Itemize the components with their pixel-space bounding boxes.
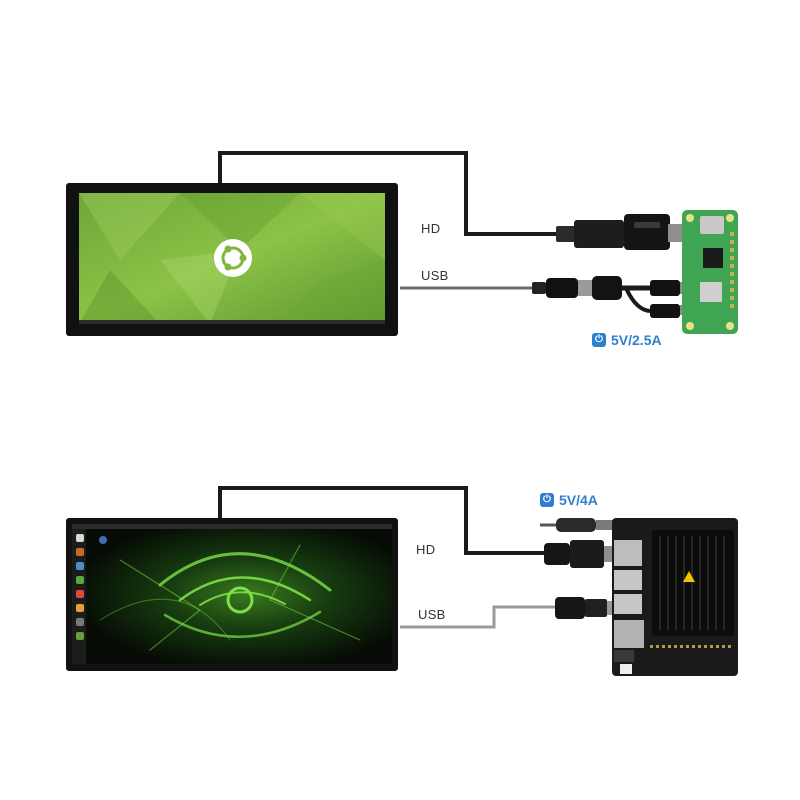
usb-cable-bottom xyxy=(400,605,555,629)
hdmi-cable-top xyxy=(218,151,560,236)
hdmi-cable-bottom xyxy=(218,486,544,555)
power-icon: ⏻ xyxy=(592,333,606,347)
hdmi-connector-top xyxy=(556,214,682,250)
power-spec-bottom-label: 5V/4A xyxy=(559,492,598,508)
ubuntu-logo-icon xyxy=(214,239,252,277)
hdmi-connector-bottom xyxy=(544,540,616,568)
power-spec-top: ⏻ 5V/2.5A xyxy=(592,332,662,348)
hd-label-top: HD xyxy=(421,221,441,236)
usb-connector-bottom xyxy=(555,597,617,619)
nvidia-eye-icon xyxy=(99,544,361,651)
usb-label-bottom: USB xyxy=(418,607,446,622)
dc-power-plug-bottom xyxy=(540,518,614,532)
jetson-nano-board xyxy=(612,518,738,676)
desktop-launcher-icons xyxy=(76,534,107,640)
raspberry-pi-zero-board xyxy=(682,210,738,334)
display-top xyxy=(66,183,398,336)
usb-label-top: USB xyxy=(421,268,449,283)
hd-label-bottom: HD xyxy=(416,542,436,557)
power-icon: ⏻ xyxy=(540,493,554,507)
warning-triangle-icon xyxy=(683,571,695,582)
power-spec-top-label: 5V/2.5A xyxy=(611,332,662,348)
display-bottom xyxy=(66,518,398,671)
power-spec-bottom: ⏻ 5V/4A xyxy=(540,492,598,508)
usb-connector-top xyxy=(532,276,688,318)
